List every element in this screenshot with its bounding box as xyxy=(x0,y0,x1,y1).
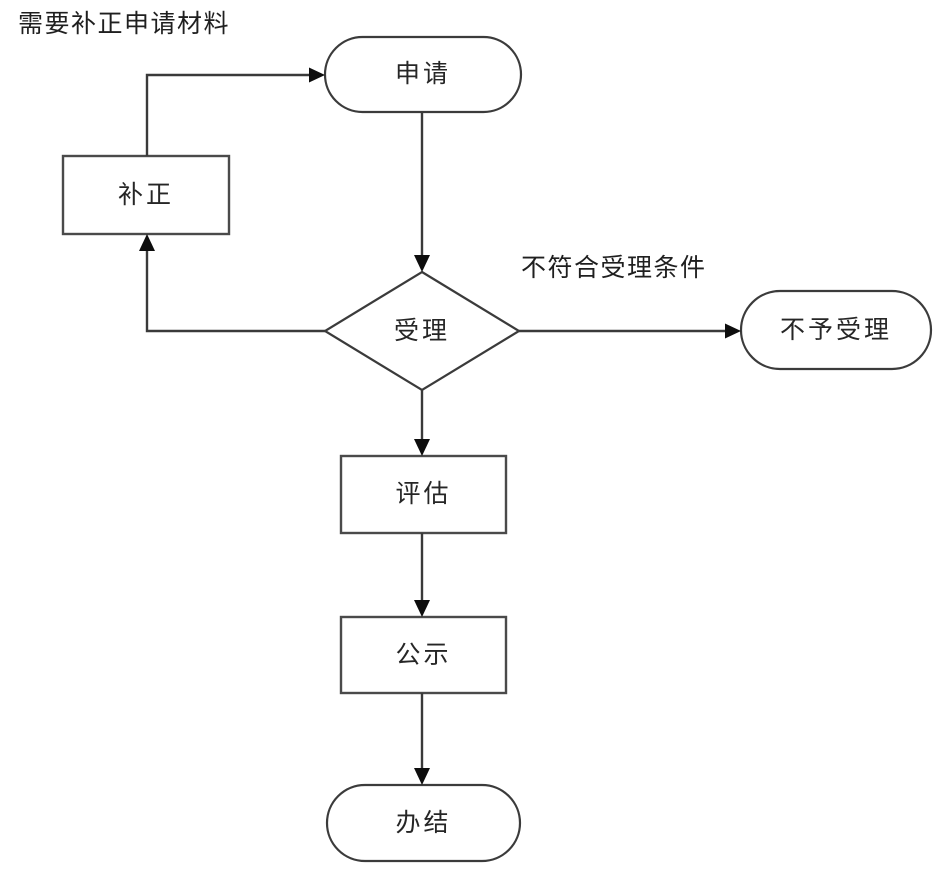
node-label-accept: 受理 xyxy=(393,317,450,345)
edge-accept-to-supplement xyxy=(145,245,325,333)
node-shape-supplement[interactable] xyxy=(61,154,231,236)
node-shape-publicize[interactable] xyxy=(339,615,508,695)
node-label-supplement: 补正 xyxy=(117,181,174,209)
node-shape-complete[interactable] xyxy=(325,783,522,863)
edge-supplement-to-apply xyxy=(145,73,314,156)
edge-label-need-supplement: 需要补正申请材料 xyxy=(18,11,231,38)
node-label-complete: 办结 xyxy=(395,809,452,837)
node-shape-reject[interactable] xyxy=(739,289,933,371)
node-label-publicize: 公示 xyxy=(395,641,452,669)
node-label-evaluate: 评估 xyxy=(395,481,452,508)
arrowhead-supplement-to-apply xyxy=(309,67,325,83)
arrowhead-accept-to-evaluate xyxy=(414,439,430,456)
arrowhead-accept-to-reject xyxy=(725,323,741,339)
edge-label-not-meet-conditions: 不符合受理条件 xyxy=(521,255,707,282)
arrowhead-accept-to-supplement xyxy=(139,234,155,251)
node-label-apply: 申请 xyxy=(394,61,451,88)
node-label-reject: 不予受理 xyxy=(779,316,892,344)
arrowhead-apply-to-accept xyxy=(414,255,430,272)
arrowhead-evaluate-to-publicize xyxy=(414,600,430,617)
node-shape-evaluate[interactable] xyxy=(339,454,508,535)
arrowhead-publicize-to-complete xyxy=(414,768,430,785)
